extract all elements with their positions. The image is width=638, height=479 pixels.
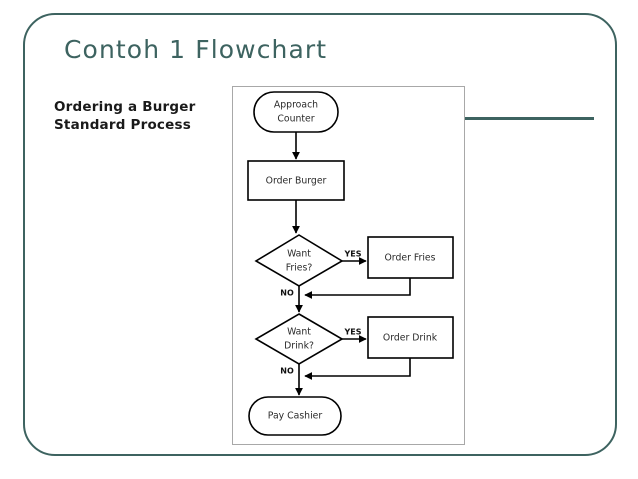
flow-node-approach-counter-line1: Approach (274, 100, 318, 111)
flow-branch-label-fries-yes: YES (343, 250, 361, 259)
flow-node-want-drink: Want Drink? (254, 313, 344, 365)
flow-node-order-burger-label: Order Burger (266, 176, 327, 187)
flowchart-caption: Ordering a Burger Standard Process (54, 98, 195, 134)
flow-node-order-drink-label: Order Drink (383, 333, 438, 344)
title-divider-rule (463, 117, 594, 120)
flow-branch-label-fries-no: NO (280, 289, 294, 298)
flowchart-svg: Approach Counter Order Burger Want Fries… (247, 91, 454, 436)
flow-branch-label-drink-yes: YES (343, 328, 361, 337)
flow-node-order-fries: Order Fries (367, 236, 454, 279)
flow-branch-label-drink-no: NO (280, 367, 294, 376)
flow-node-want-drink-line2: Drink? (284, 341, 314, 352)
flow-node-approach-counter-line2: Counter (277, 114, 314, 125)
flow-node-approach-counter: Approach Counter (253, 91, 339, 133)
page-title: Contoh 1 Flowchart (64, 35, 328, 64)
caption-line-1: Ordering a Burger (54, 99, 196, 115)
flowchart-image: Approach Counter Order Burger Want Fries… (232, 86, 465, 445)
flow-node-order-burger: Order Burger (247, 160, 345, 201)
caption-line-2: Standard Process (54, 117, 191, 133)
flow-node-order-fries-label: Order Fries (384, 253, 435, 264)
flow-node-want-fries: Want Fries? (254, 234, 344, 287)
flow-connector-order-drink-return (304, 358, 411, 380)
flow-node-pay-cashier: Pay Cashier (248, 396, 342, 436)
flow-node-order-drink: Order Drink (367, 316, 454, 359)
flow-node-pay-cashier-label: Pay Cashier (268, 411, 323, 422)
flow-node-want-drink-line1: Want (287, 327, 311, 338)
flow-connector-order-fries-return (304, 278, 411, 299)
flow-node-want-fries-line2: Fries? (286, 263, 313, 274)
flow-node-want-fries-line1: Want (287, 249, 311, 260)
